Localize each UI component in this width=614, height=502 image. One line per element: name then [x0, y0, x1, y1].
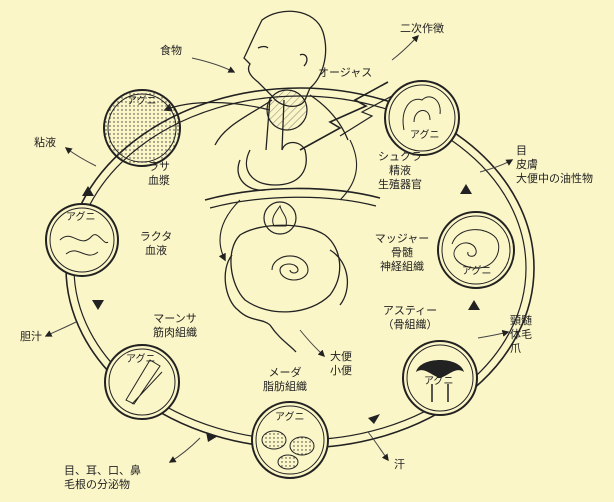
dhatu-label-mamsa: マーンサ 筋肉組織 — [140, 312, 210, 340]
ring-arrow-3 — [206, 432, 218, 442]
dhatu-label-rasa: ラサ 血漿 — [134, 160, 184, 188]
label-sweat: 汗 — [394, 458, 405, 471]
arrow-bile — [44, 321, 77, 337]
dhatu-rakta-name: ラクタ — [139, 230, 173, 243]
label-sense-secretions: 目、耳、口、鼻 毛根の分泌物 — [64, 464, 141, 492]
ring-arrow-4 — [368, 414, 380, 424]
ring-arrow-5 — [468, 300, 480, 310]
dhatu-circle-rasa — [103, 89, 181, 167]
dhatu-label-rakta: ラクタ 血液 — [130, 230, 182, 258]
arrow-tooth — [477, 329, 510, 339]
dhatu-circle-rakta — [45, 203, 119, 277]
intestine-spiral — [271, 255, 309, 281]
dhatu-circle-shukra — [384, 80, 460, 156]
label-skin: 皮膚 — [516, 158, 538, 171]
label-eye: 目 — [516, 144, 527, 157]
dhatu-asthi-desc: （骨組織） — [382, 318, 438, 331]
agni-label-majja: アグニ — [462, 266, 492, 277]
dhatu-mamsa-desc: 筋肉組織 — [153, 326, 197, 339]
dhatu-label-asthi: アスティー （骨組織） — [372, 304, 448, 332]
flow-arrow-inner — [339, 139, 358, 201]
chest-organ-circle — [266, 89, 308, 131]
arrow-eye-skin — [479, 159, 514, 173]
dhatu-majja-name: マッジャー — [374, 232, 430, 245]
agni-label-meda: アグニ — [275, 412, 305, 423]
agni-label-shukra: アグニ — [410, 130, 440, 141]
dhatu-rasa-desc: 血漿 — [148, 174, 170, 187]
agni-label-rakta: アグニ — [66, 212, 96, 223]
ojas-lightning-bolt — [299, 81, 389, 151]
agni-label-mamsa: アグニ — [126, 354, 156, 365]
dhatu-circle-majja — [437, 211, 515, 289]
label-excreta: 大便 小便 — [330, 350, 352, 378]
label-tooth-1: 頸髄 — [510, 314, 532, 327]
agni-label-asthi: アグニ — [424, 376, 454, 387]
ring-arrow-2 — [92, 300, 104, 310]
human-body-figure — [204, 10, 381, 353]
label-urine: 小便 — [330, 364, 352, 377]
dhatu-circle-mamsa — [104, 344, 180, 420]
label-sense-organs: 目、耳、口、鼻 — [64, 464, 141, 477]
dhatu-shukra-desc-1: 精液 — [389, 164, 411, 177]
dhatu-label-meda: メーダ 脂肪組織 — [250, 366, 320, 394]
label-oily-stool: 大便中の油性物 — [516, 172, 593, 185]
label-mucus: 粘液 — [34, 136, 56, 149]
dhatu-majja-desc-1: 骨髄 — [391, 246, 413, 259]
label-food: 食物 — [160, 44, 182, 57]
dhatu-meda-desc: 脂肪組織 — [263, 380, 307, 393]
label-hair-root-secretions: 毛根の分泌物 — [64, 478, 130, 491]
dhatu-majja-desc-2: 神経組織 — [380, 260, 424, 273]
arrow-mucus — [64, 147, 97, 167]
dhatu-shukra-name: シュクラ — [378, 150, 422, 163]
dhatu-label-shukra: シュクラ 精液 生殖器官 — [362, 150, 438, 192]
dhatu-circle-asthi — [402, 340, 478, 416]
flow-arrow-to-rasa — [163, 101, 271, 112]
flow-arrow-chest — [218, 199, 241, 262]
stomach-fire-circle — [263, 201, 297, 235]
ojas-lightning-bolt-2 — [339, 95, 393, 137]
label-secondary: 二次作徴 — [400, 22, 444, 35]
arrow-secondary — [391, 35, 419, 61]
dhatu-rakta-desc: 血液 — [145, 244, 167, 257]
stomach-fire-flame — [272, 204, 287, 227]
label-bile: 胆汁 — [20, 330, 42, 343]
label-tooth: 頸髄 体毛 爪 — [510, 314, 532, 356]
arrow-excreta — [299, 329, 325, 357]
label-feces: 大便 — [330, 350, 352, 363]
label-nails: 爪 — [510, 342, 521, 355]
dhatu-mamsa-name: マーンサ — [153, 312, 197, 325]
dhatu-asthi-name: アスティー — [382, 304, 438, 317]
dhatu-circle-meda — [251, 401, 329, 479]
arrow-sweat — [367, 431, 389, 462]
agni-label-rasa: アグニ — [127, 96, 157, 107]
ring-arrow-6 — [460, 184, 472, 194]
arrow-food — [191, 57, 236, 73]
ring-arrow-1 — [82, 186, 94, 196]
dhatu-rasa-name: ラサ — [148, 160, 170, 173]
arrow-sense — [168, 437, 201, 463]
label-ojas: オージャス — [318, 66, 373, 79]
dhatu-shukra-desc-2: 生殖器官 — [378, 178, 422, 191]
dhatu-label-majja: マッジャー 骨髄 神経組織 — [364, 232, 440, 274]
label-eye-skin: 目 皮膚 大便中の油性物 — [516, 144, 593, 186]
dhatu-meda-name: メーダ — [268, 366, 302, 379]
label-body-hair: 体毛 — [510, 328, 532, 341]
